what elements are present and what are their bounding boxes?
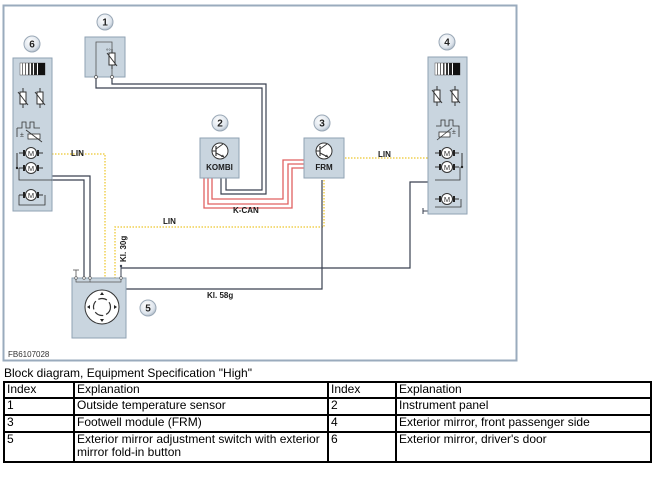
legend-explanation: Footwell module (FRM) [73,414,329,433]
module-1-temperature-sensor[interactable]: °° [84,36,126,79]
svg-text:6: 6 [29,40,35,51]
legend-explanation: Exterior mirror, driver's door [395,431,652,463]
svg-text:5: 5 [145,304,151,315]
diagram-caption: Block diagram, Equipment Specification "… [4,366,252,380]
legend-explanation: Instrument panel [395,397,652,416]
svg-text:2: 2 [217,119,223,130]
legend-index: 4 [327,414,397,433]
lin-label-left: LIN [71,149,84,158]
kl30g-wire [121,181,428,269]
legend-explanation: Exterior mirror adjustment switch with e… [73,431,329,463]
lin-wire-middle [114,180,325,278]
module-2-kombi[interactable]: KOMBI [199,137,240,179]
sensor-wire-b [111,77,267,195]
kcan-label: K-CAN [233,206,259,215]
svg-text:±: ± [20,132,24,139]
svg-text:1: 1 [102,18,108,29]
kl58g-label: Kl. 58g [207,291,233,300]
svg-text:°°: °° [106,49,111,55]
module-5-mirror-switch[interactable] [71,264,127,339]
legend-row: 1 Outside temperature sensor 2 Instrumen… [3,397,652,416]
header-explanation: Explanation [73,381,329,399]
index-bubble-1: 1 [96,13,114,31]
legend-row: 5 Exterior mirror adjustment switch with… [3,431,652,463]
index-bubble-2: 2 [211,114,229,132]
legend-header-row: Index Explanation Index Explanation [3,381,652,399]
legend-explanation: Exterior mirror, front passenger side [395,414,652,433]
svg-text:FRM: FRM [315,163,333,172]
legend-index: 3 [3,414,75,433]
svg-text:4: 4 [444,38,450,49]
legend-row: 3 Footwell module (FRM) 4 Exterior mirro… [3,414,652,433]
legend-table: Index Explanation Index Explanation 1 Ou… [3,381,652,463]
header-index: Index [3,381,75,399]
module-4-passenger-mirror[interactable]: ± [427,56,468,215]
svg-text:±: ± [452,129,456,136]
legend-index: 5 [3,431,75,463]
header-index: Index [327,381,397,399]
svg-text:KOMBI: KOMBI [206,163,233,172]
legend-index: 1 [3,397,75,416]
lin-wire-left [52,153,106,278]
block-diagram: M FB6107028 [2,4,518,362]
mirror6-wire-b [52,179,85,278]
kl58g-wire [126,180,323,290]
index-bubble-4: 4 [438,33,456,51]
svg-text:3: 3 [319,119,325,130]
figure-id: FB6107028 [8,350,50,359]
kcan-wire-a [211,159,305,200]
lin-label-right: LIN [378,150,391,159]
lin-label-middle: LIN [163,217,176,226]
module-6-drivers-mirror[interactable]: ± [12,57,53,212]
sensor-wire-a [95,77,263,191]
kcan-wire-b [207,163,305,205]
mirror6-wire-a [52,175,91,278]
legend-index: 6 [327,431,397,463]
header-explanation: Explanation [395,381,652,399]
legend-explanation: Outside temperature sensor [73,397,329,416]
index-bubble-5: 5 [139,299,157,317]
legend-index: 2 [327,397,397,416]
index-bubble-3: 3 [313,114,331,132]
index-bubble-6: 6 [23,35,41,53]
kcan-wire-c [203,167,305,209]
module-3-frm[interactable]: FRM [303,137,345,179]
kl30g-label: Kl. 30g [119,236,128,262]
